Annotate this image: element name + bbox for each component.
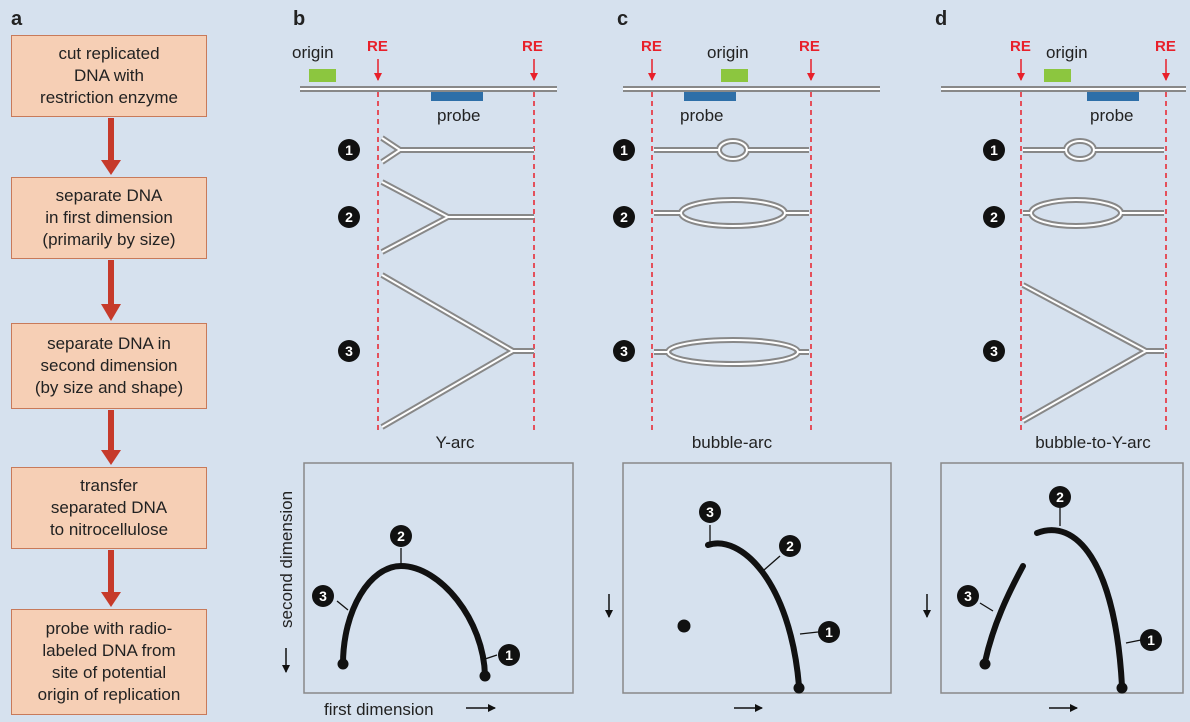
panel-label-a: a xyxy=(11,8,23,30)
svg-text:2: 2 xyxy=(786,538,794,554)
bubble-arc xyxy=(705,540,802,689)
svg-text:2: 2 xyxy=(345,209,353,225)
svg-text:2: 2 xyxy=(990,209,998,225)
origin-label: origin xyxy=(1046,43,1088,62)
flow-step-first-dimension: separate DNA in first dimension (primari… xyxy=(11,177,207,259)
svg-text:1: 1 xyxy=(1147,632,1155,648)
flow-step-cut: cut replicated DNA with restriction enzy… xyxy=(11,35,207,117)
axis-label-first-dimension: first dimension xyxy=(324,700,434,719)
re-label: RE xyxy=(1010,38,1031,55)
svg-text:1: 1 xyxy=(825,624,833,640)
intermediate-markers: 1 2 3 xyxy=(983,139,1005,362)
arc-name-c: bubble-arc xyxy=(692,433,773,452)
axis-label-second-dimension: second dimension xyxy=(277,491,296,628)
re-label: RE xyxy=(367,38,388,55)
arc-name-d: bubble-to-Y-arc xyxy=(1035,433,1151,452)
origin-label: origin xyxy=(292,43,334,62)
svg-text:2: 2 xyxy=(1056,489,1064,505)
gel-c xyxy=(622,462,892,694)
svg-text:3: 3 xyxy=(706,504,714,520)
origin-marker xyxy=(721,69,748,82)
re-label: RE xyxy=(641,38,662,55)
svg-text:1: 1 xyxy=(505,647,513,663)
panel-label-b: b xyxy=(293,8,306,30)
panel-label-c: c xyxy=(617,8,629,30)
intermediate-markers: 1 2 3 xyxy=(338,139,360,362)
y-arc xyxy=(340,562,488,679)
svg-text:3: 3 xyxy=(990,343,998,359)
flow-step-transfer: transfer separated DNA to nitrocellulose xyxy=(11,467,207,549)
bubble-to-y-arc-lower xyxy=(982,563,1026,665)
re-label: RE xyxy=(522,38,543,55)
svg-text:3: 3 xyxy=(964,588,972,604)
probe-marker xyxy=(431,92,483,101)
svg-text:3: 3 xyxy=(319,588,327,604)
flow-step-probe: probe with radio- labeled DNA from site … xyxy=(11,609,207,715)
panel-c: origin probe RE RE 1 2 3 bubble-arc xyxy=(605,38,892,712)
intermediate-markers: 1 2 3 xyxy=(613,139,635,362)
panel-label-d: d xyxy=(935,8,948,30)
origin-label: origin xyxy=(707,43,749,62)
svg-text:2: 2 xyxy=(620,209,628,225)
origin-marker xyxy=(309,69,336,82)
panel-b: origin probe RE RE 1 2 3 Y-arc xyxy=(277,38,574,719)
re-label: RE xyxy=(799,38,820,55)
probe-marker xyxy=(684,92,736,101)
svg-text:1: 1 xyxy=(345,142,353,158)
svg-text:1: 1 xyxy=(990,142,998,158)
flow-step-second-dimension: separate DNA in second dimension (by siz… xyxy=(11,323,207,409)
svg-text:3: 3 xyxy=(620,343,628,359)
svg-text:3: 3 xyxy=(345,343,353,359)
probe-marker xyxy=(1087,92,1139,101)
panel-d: origin probe RE RE 1 2 3 bubble-to-Y-arc xyxy=(923,38,1186,712)
arc-name-b: Y-arc xyxy=(435,433,475,452)
re-label: RE xyxy=(1155,38,1176,55)
origin-marker xyxy=(1044,69,1071,82)
probe-label: probe xyxy=(437,106,480,125)
probe-label: probe xyxy=(680,106,723,125)
svg-text:2: 2 xyxy=(397,528,405,544)
bubble-to-y-arc-upper xyxy=(1034,527,1125,689)
probe-label: probe xyxy=(1090,106,1133,125)
flow-arrows xyxy=(101,118,121,607)
svg-text:1: 1 xyxy=(620,142,628,158)
